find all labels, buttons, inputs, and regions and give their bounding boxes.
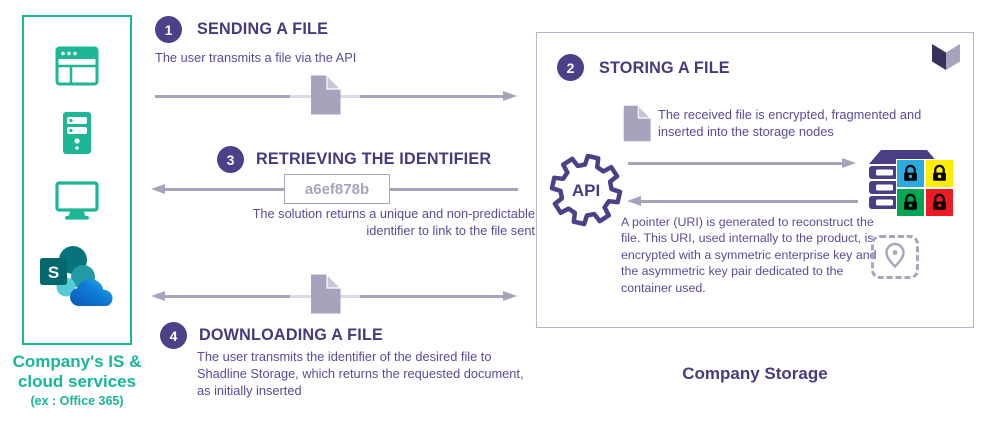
send-arrowhead-icon xyxy=(503,91,517,101)
api-gear-icon: API xyxy=(546,150,626,235)
lock-icon-green xyxy=(897,189,924,216)
lock-icon-yellow xyxy=(926,160,953,187)
left-caption-line3: (ex : Office 365) xyxy=(30,394,124,409)
identifier-box: a6ef878b xyxy=(284,174,390,204)
step4-badge: 4 xyxy=(160,322,187,349)
file-icon-stored xyxy=(621,104,652,148)
left-caption-line2: cloud services xyxy=(17,372,137,392)
onedrive-icon xyxy=(70,278,113,306)
left-caption: Company's IS & cloud services (ex : Offi… xyxy=(0,352,154,408)
left-caption-line1: Company's IS & xyxy=(12,352,142,371)
api-label: API xyxy=(572,181,600,200)
step3-title: RETRIEVING THE IDENTIFIER xyxy=(256,150,492,168)
step2-badge: 2 xyxy=(557,54,584,81)
step3-badge: 3 xyxy=(217,146,244,173)
step1-badge: 1 xyxy=(155,16,182,43)
step1-description: The user transmits a file via the API xyxy=(155,50,357,65)
step2-title: STORING A FILE xyxy=(599,59,730,77)
file-icon-download xyxy=(308,273,342,320)
return-arrowhead-icon xyxy=(627,196,641,206)
fragment-lock-grid xyxy=(897,160,953,216)
download-arrowhead-left-icon xyxy=(151,291,165,301)
retrieve-arrowhead-icon xyxy=(151,184,165,194)
server-icon xyxy=(61,110,93,161)
storage-caption: Company Storage xyxy=(682,364,828,383)
download-arrowhead-right-icon xyxy=(503,291,517,301)
return-arrow-line xyxy=(641,200,858,203)
monitor-icon xyxy=(55,180,99,226)
svg-text:S: S xyxy=(48,263,59,282)
step1-title: SENDING A FILE xyxy=(197,20,329,38)
browser-icon xyxy=(55,46,99,91)
lock-icon-red xyxy=(926,189,953,216)
step4-title: DOWNLOADING A FILE xyxy=(199,326,384,344)
step3-description: The solution returns a unique and non-pr… xyxy=(252,206,535,238)
office365-cluster: S xyxy=(37,245,117,314)
shadline-logo-icon xyxy=(929,40,963,78)
file-icon-send xyxy=(308,74,342,121)
store-arrow-line xyxy=(628,162,844,165)
pointer-text: A pointer (URI) is generated to reconstr… xyxy=(621,215,877,295)
store-arrowhead-icon xyxy=(842,158,856,168)
step4-description: The user transmits the identifier of the… xyxy=(197,349,524,398)
location-frame xyxy=(871,235,919,279)
company-is-box: S xyxy=(22,15,132,345)
step2-file-text: The received file is encrypted, fragment… xyxy=(658,107,922,139)
location-pin-icon xyxy=(884,242,906,273)
lock-icon-blue xyxy=(897,160,924,187)
